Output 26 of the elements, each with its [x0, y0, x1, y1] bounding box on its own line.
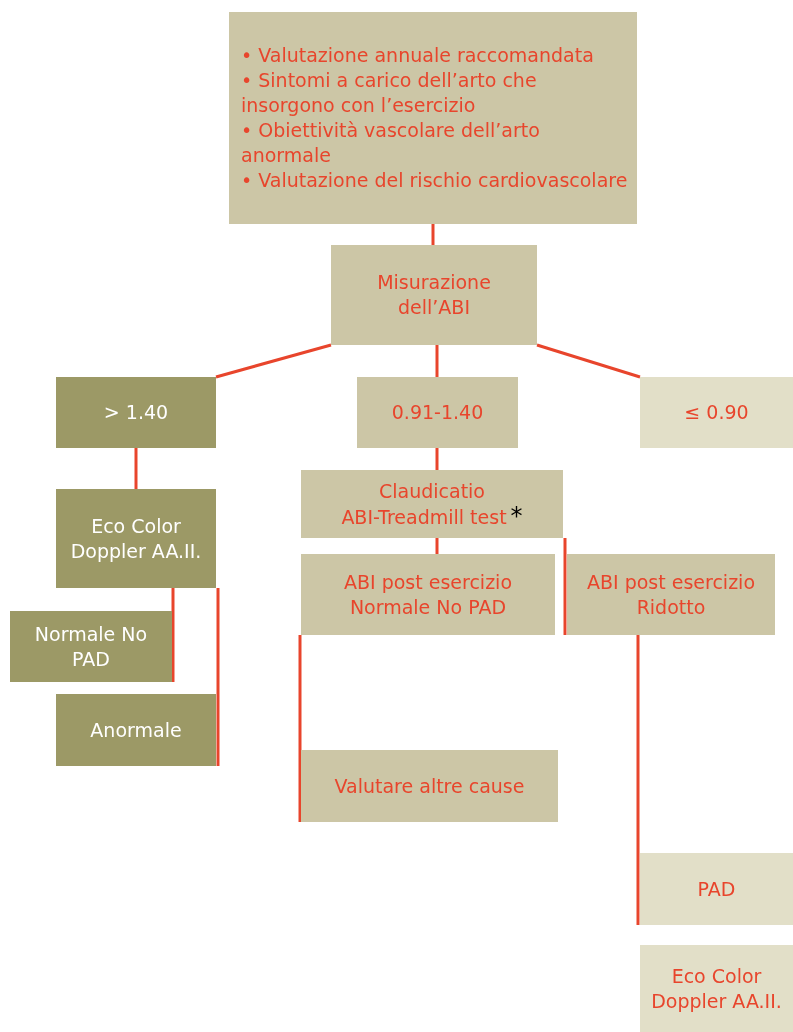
connector-line	[216, 588, 220, 766]
range-box: ≤ 0.90	[640, 377, 793, 448]
connector-line	[435, 345, 439, 377]
connector-line	[134, 448, 138, 489]
connector-line	[636, 635, 640, 925]
range-box: 0.91-1.40	[357, 377, 518, 448]
outcome-box: Normale No PAD	[10, 611, 172, 682]
connector-line	[435, 448, 439, 470]
connector-line	[298, 635, 302, 822]
process-box: Valutare altre cause	[301, 750, 558, 822]
connector-line	[171, 588, 175, 682]
outcome-box: ABI post esercizio Normale No PAD	[301, 554, 555, 635]
criteria-box: • Valutazione annuale raccomandata • Sintomi a carico dell’arto che insorgono con l’esercizio • Obiettività vascolare dell’arto anormale • Valutazione del rischio cardiovascolare	[229, 12, 637, 224]
process-box: Misurazione dell’ABI	[331, 245, 537, 345]
range-box: > 1.40	[56, 377, 216, 448]
process-box: Eco Color Doppler AA.II.	[56, 489, 216, 588]
connector-line	[215, 343, 332, 379]
connector-line	[431, 224, 435, 245]
connector-line	[435, 538, 439, 554]
connector-line	[563, 538, 567, 635]
connector-line	[536, 343, 641, 379]
outcome-box: ABI post esercizio Ridotto	[567, 554, 775, 635]
outcome-box: Anormale	[56, 694, 216, 766]
process-box: Eco Color Doppler AA.II.	[640, 945, 793, 1032]
process-box: Claudicatio ABI-Treadmill test *	[301, 470, 563, 538]
outcome-box: PAD	[640, 853, 793, 925]
